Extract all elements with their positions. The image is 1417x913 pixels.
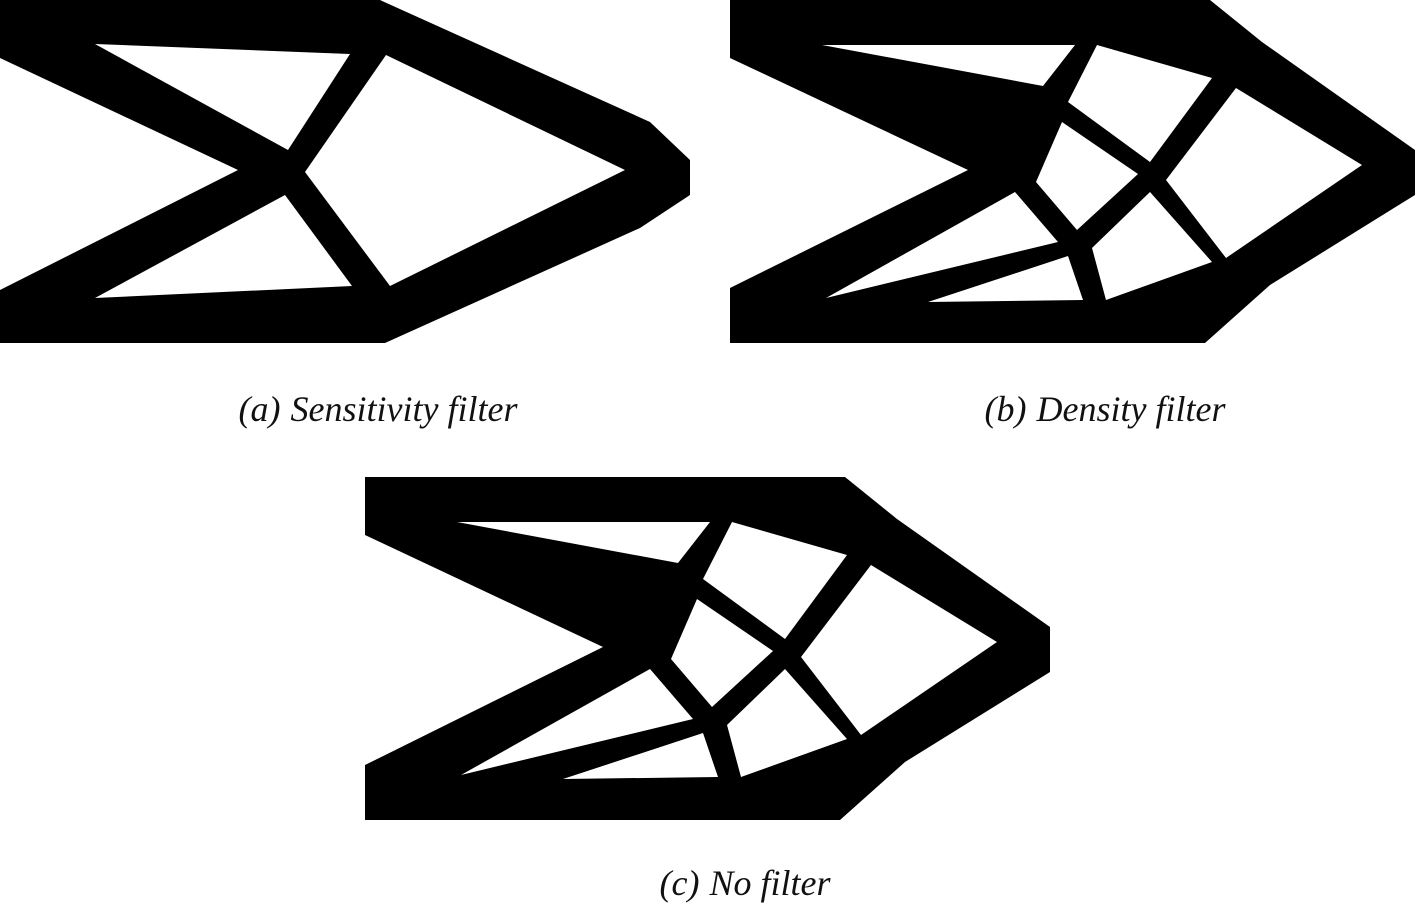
caption-a-label: (a) bbox=[238, 389, 281, 429]
caption-c-label: (c) bbox=[659, 863, 700, 903]
caption-c-text: No filter bbox=[709, 863, 831, 903]
caption-b: (b)Density filter bbox=[985, 388, 1226, 430]
panel-b-topology bbox=[730, 0, 1415, 343]
panel-a-topology bbox=[0, 0, 690, 343]
caption-a: (a)Sensitivity filter bbox=[239, 388, 518, 430]
caption-b-label: (b) bbox=[984, 389, 1027, 429]
caption-c: (c)No filter bbox=[660, 862, 831, 904]
caption-b-text: Density filter bbox=[1036, 389, 1226, 429]
panel-c-topology bbox=[365, 477, 1050, 820]
caption-a-text: Sensitivity filter bbox=[290, 389, 518, 429]
